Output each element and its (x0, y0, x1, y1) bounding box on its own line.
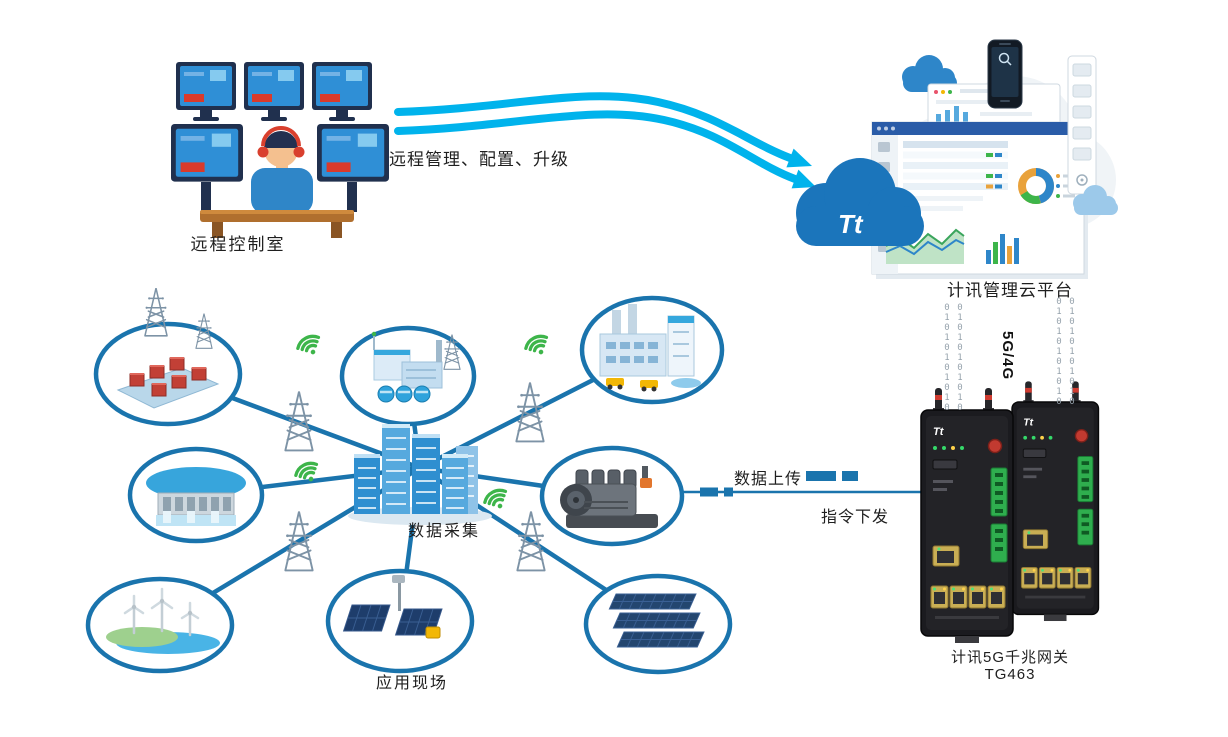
phone-icon (987, 39, 1023, 109)
monitor-icon (312, 62, 372, 110)
small-cloud-icon (902, 55, 957, 92)
data-collection-buildings-icon (348, 424, 492, 525)
cloud-icon: Tt (796, 158, 924, 246)
control-room-label: 远程控制室 (190, 235, 286, 254)
substation-icon (116, 357, 220, 409)
monitor-icon (176, 62, 236, 110)
generator-set-icon (560, 466, 658, 528)
remote-flow-arrows (394, 92, 816, 189)
dashboard-panel-main (871, 121, 1088, 279)
cloud-platform-label: 计讯管理云平台 (947, 281, 1073, 300)
application-sites-label: 应用现场 (375, 675, 448, 692)
gateway-devices (920, 380, 1100, 644)
gateway-model-label: TG463 (984, 666, 1036, 683)
operator-icon (251, 126, 313, 214)
factory-icon (371, 331, 443, 403)
industrial-plant-icon (599, 304, 701, 392)
command-download-label: 指令下发 (821, 509, 890, 526)
cloud-platform-illustration: Tt (796, 39, 1118, 279)
monitor-icon (171, 124, 243, 182)
solar-farm-icon (608, 593, 705, 648)
data-collection-label: 数据采集 (407, 523, 480, 540)
gateway-device-1 (920, 387, 1014, 644)
binary-stream-left: 01010101010 01010101010 (942, 303, 965, 413)
cloud-logo: Tt (838, 209, 864, 239)
binary-column: 01010101010 (942, 303, 952, 413)
arrow-icon (394, 110, 799, 183)
wind-farm-icon (106, 587, 220, 654)
data-upload-label: 数据上传 (734, 471, 803, 488)
toolbar-panel (1067, 55, 1097, 195)
binary-column: 01010101010 (955, 303, 965, 413)
field-network (85, 287, 921, 675)
arrowhead-icon (786, 148, 812, 168)
small-cloud-icon (1073, 185, 1118, 215)
dashboard-table-rows (903, 141, 1008, 211)
control-room-illustration (171, 62, 389, 238)
gateway-name-label: 计讯5G千兆网关 (950, 649, 1069, 666)
site-circle-wind-farm (85, 576, 235, 674)
network-type-label: 5G/4G (999, 331, 1016, 381)
monitor-icon (244, 62, 304, 110)
arrowhead-icon (791, 169, 816, 189)
solar-station-icon (342, 575, 443, 639)
gateway-device-2 (1011, 380, 1100, 622)
binary-column: 01010101010 (1054, 297, 1064, 407)
search-icon (998, 52, 1010, 64)
monitor-icon (317, 124, 389, 182)
binary-stream-right: 01010101010 01010101010 (1054, 297, 1077, 407)
uplink-line (682, 471, 921, 497)
arrow-icon (394, 92, 794, 162)
binary-column: 01010101010 (1067, 297, 1077, 407)
remote-flow-label: 远程管理、配置、升级 (389, 150, 569, 169)
bar-chart (986, 234, 1019, 264)
wifi-icon (293, 331, 327, 362)
desk (200, 210, 354, 238)
hydropower-dam-icon (146, 467, 246, 526)
gear-icon (1076, 174, 1088, 186)
wifi-icon (521, 331, 555, 362)
